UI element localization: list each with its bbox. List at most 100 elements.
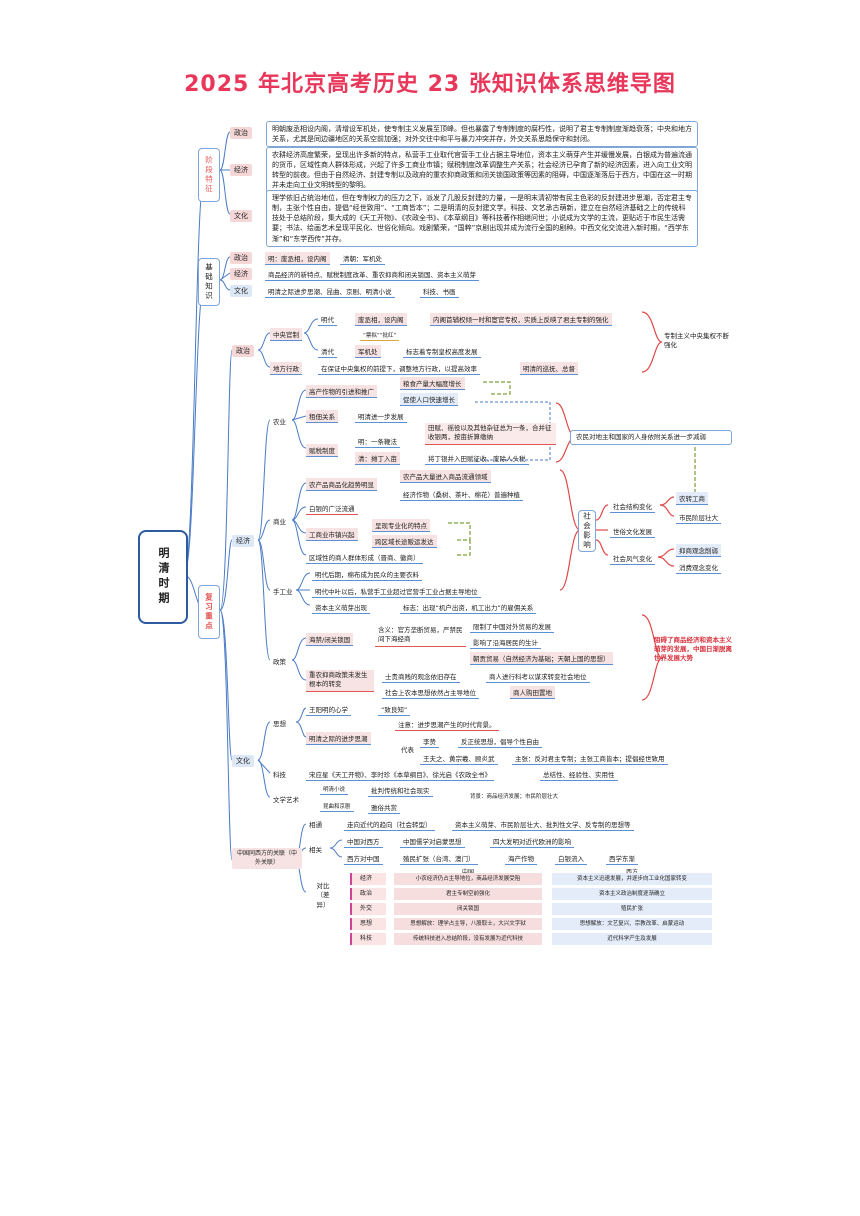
rw-cmp-label: 对比（差异） [316,882,330,909]
re-social-structure-0: 农转工商 [676,492,708,505]
re-tax-qing: 清：摊丁入亩 [355,452,400,465]
re-rent-item: 明清进一步发展 [355,410,407,423]
section-background: 阶段特征 [198,148,220,202]
rp-local-item-0: 在保证中央集权的前提下，调整地方行政，以提高效率 [318,362,480,375]
rc-wang: 王阳明的心学 [306,703,351,716]
root-to-basics [183,279,206,576]
re-social-customs-0: 抑商观念削弱 [676,544,721,557]
rc-art-2: 昆曲和京剧 [320,801,354,812]
compare-row-west: 殖民扩张 [552,903,712,915]
re-craft-3: 标志：出现“机户出资，机工出力”的雇佣关系 [400,601,537,614]
basics-economy-text: 商品经济的新特点、赋税制度改革、重农抑商和闭关锁国、资本主义萌芽 [265,268,479,281]
compare-row-west: 近代科学产生及发展 [552,933,712,945]
rc-li: 李贽 [420,735,439,748]
rw-diff-label: 相通 [309,821,322,829]
re-comm-trend-1: 经济作物（桑树、茶叶、棉花）普遍种植 [400,488,523,501]
rp-local: 地方行政 [270,362,302,375]
re-policy-label: 政策 [273,658,286,666]
re-comm-trend-0: 农产品大量进入商品流通领域 [400,470,491,483]
compare-row-key: 思想 [350,918,386,930]
re-tax-ming-item: 田赋、徭役以及其他杂征总为一条，合并征收银两，按亩折算缴纳 [425,423,556,445]
re-tax-qing-item: 将丁银并入田赋征收，废除人头税 [425,452,529,465]
re-craft-2: 资本主义萌芽出现 [312,601,370,614]
re-social-label: 社会影响 [578,510,596,552]
rw-diff-0: 走向近代的趋向（社会转型） [344,818,435,831]
rw-wc-3: 西学东渐 [606,852,638,865]
rp-label: 政治 [232,345,254,357]
re-policy-haijin: 海禁/闭关锁国 [306,633,354,646]
re-crops-item-0: 粮食产量大幅度增长 [400,377,465,390]
compare-row-key: 外交 [350,903,386,915]
compare-row-key: 科技 [350,933,386,945]
rw-rel-label: 相关 [309,846,322,854]
rc-thought-label: 思想 [273,720,286,728]
re-policy-agri: 重农抑商政策未发生根本的转变 [306,670,374,692]
re-crops: 高产作物的引进和推广 [306,385,377,398]
compare-row-china: 传统科技进入总结阶段，没有发展为近代科技 [394,933,542,945]
rc-art-1: 批判传统和社会现实 [368,784,433,797]
compare-row: 外交闭关锁国殖民扩张 [350,903,720,916]
re-comm-silver: 白银的广泛流通 [306,502,358,515]
re-policy-agri-2: 社会上农本思想依然占主导地位 [382,686,479,699]
re-policy-haijin-2: 朝贡贸易（自然经济为基础；天朝上国的思想） [470,652,613,665]
root-node: 明清时期 [138,530,188,624]
re-comm-label: 商业 [273,518,286,526]
rc-label: 文化 [232,755,254,767]
rp-ming-item-1: 内阁首辅权倾一时和宦官专权，实质上反映了君主专制的强化 [430,313,612,326]
compare-row-key: 政治 [350,888,386,900]
rc-li-item: 反正统思想，倡导个性自由 [458,735,542,748]
compare-row: 思想思想解放：理学占主导，八股取士，大兴文字狱思想解放：文艺复兴、宗教改革、启蒙… [350,918,720,931]
section-review: 复习重点 [198,585,220,639]
rw-wc-0: 殖民扩张（台湾、澳门） [400,852,478,865]
rw-wc-2: 白银流入 [555,852,587,865]
section-basics: 基础知识 [198,258,220,306]
root-to-background [183,169,206,576]
rp-qing: 清代 [318,345,337,358]
basics-politics-qing: 清朝：军机处 [340,252,385,265]
rp-central: 中央官制 [270,328,302,341]
rc-art-note: 背景：商品经济发展；市民阶层壮大 [470,794,559,800]
rp-ming: 明代 [318,313,337,326]
rc-rep-label: 代表 [401,746,414,754]
re-crops-item-1: 促使人口快速增长 [400,393,458,406]
bg-economy-text: 农耕经济高度繁荣，呈现出许多新的特点，私营手工业取代官营手工业占据主导地位，资本… [266,147,698,194]
re-comm-towns: 工商业市镇兴起 [306,528,358,541]
rp-qing-item-0: 军机处 [355,345,381,358]
basics-culture-art: 科技、书画 [420,285,459,298]
re-comm-towns-0: 呈现专业化的特点 [372,519,430,532]
rc-art-label: 文学艺术 [273,796,299,804]
rc-art-0: 明清小说 [320,784,349,795]
re-social-customs: 社会风气变化 [610,552,655,565]
re-comm-trend: 农产品商品化趋势明显 [306,478,377,491]
bg-politics-text: 明朝废丞相设内阁，清增设军机处，使专制主义发展至顶峰。但也暴露了专制制度的腐朽性… [266,121,698,148]
compare-row-china: 小农经济仍占主导地位，商品经济发展受阻 [394,873,542,885]
basics-economy-label: 经济 [230,268,252,280]
re-comm-towns-1: 跨区域长途贩运发达 [372,535,437,548]
compare-head-west: 西方 [552,867,712,876]
re-social-customs-1: 消费观念变化 [676,561,721,574]
rw-cw-0: 中国儒学对启蒙思想 [400,835,465,848]
re-agri-label: 农业 [273,418,286,426]
compare-row-china: 君主专制空前强化 [394,888,542,900]
rc-prog-note: 注意：进步思潮产生的时代背景。 [395,718,499,731]
re-agri-note: 农民对地主和国家的人身依附关系进一步减弱 [570,430,732,446]
bg-culture-label: 文化 [230,210,252,222]
rp-note: 专制主义中央集权不断强化 [664,332,729,350]
re-rent: 租佃关系 [306,410,338,423]
rc-wang-item: “致良知” [378,703,411,716]
rp-qing-item-1: 标志着专制皇权高度发展 [403,345,481,358]
re-policy-note: 阻碍了商品经济和资本主义萌芽的发展，中国日渐脱离世界发展大势 [654,636,732,663]
rw-diff-1: 资本主义萌芽、市民阶层壮大、批判性文学、反专制的思想等 [452,818,634,831]
rw-wc: 西方对中国 [344,852,383,865]
re-policy-haijin-0: 限制了中国对外贸易的发展 [470,620,554,633]
basics-politics-ming: 明：废丞相，设内阁 [265,252,330,265]
compare-row: 政治君主专制空前强化资本主义政治制度逐渐确立 [350,888,720,901]
re-tax: 赋税制度 [306,444,338,457]
compare-row-china: 思想解放：理学占主导，八股取士，大兴文字狱 [394,918,542,930]
bg-economy-label: 经济 [230,164,252,176]
rc-others-item: 主张：反对君主专制；主张工商皆本；提倡经世致用 [512,752,668,765]
compare-row: 科技传统科技进入总结阶段，没有发展为近代科技近代科学产生及发展 [350,933,720,946]
rc-prog: 明清之际的进步思潮 [306,732,371,745]
basics-culture-label: 文化 [230,285,252,297]
re-policy-haijin-1: 影响了沿海居民的生计 [470,636,541,649]
